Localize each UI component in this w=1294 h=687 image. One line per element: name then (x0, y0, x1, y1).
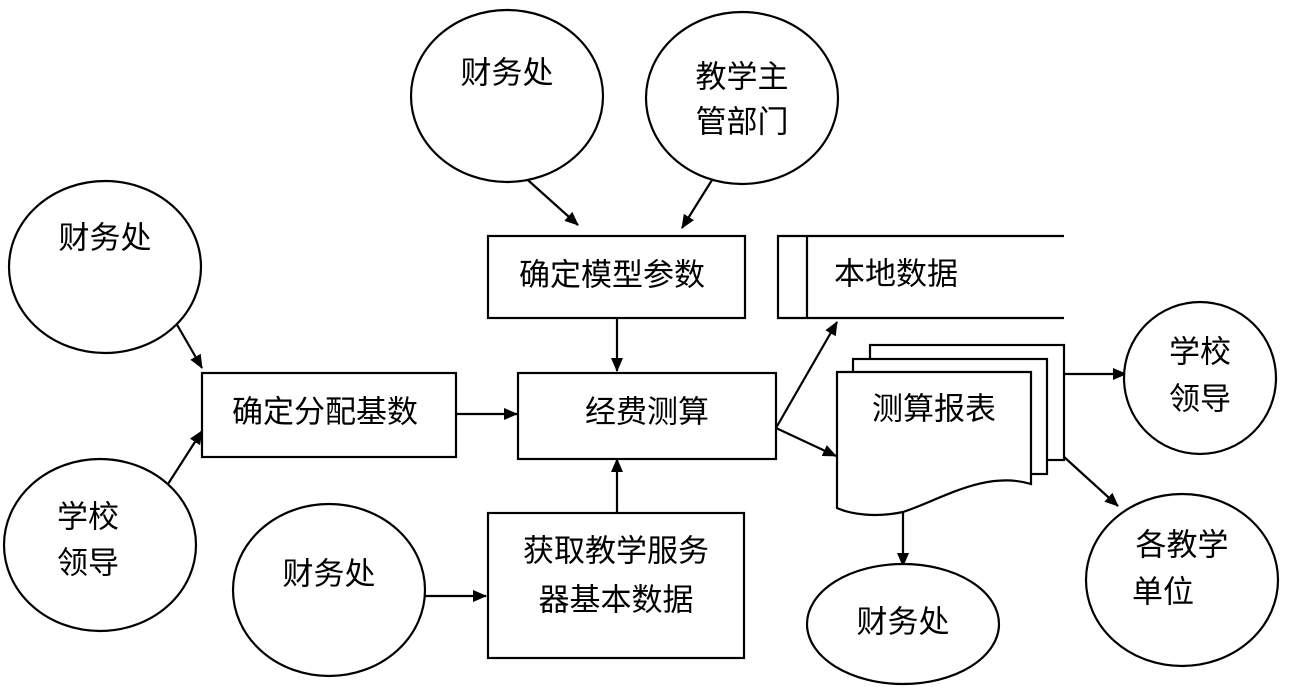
entity-label: 单位 (1132, 575, 1194, 611)
process-label: 经费测算 (585, 395, 709, 431)
entity-label: 财务处 (283, 557, 376, 593)
entity-teaching-units: 各教学 单位 (1084, 492, 1280, 668)
entity-finance-bottom-left: 财务处 (231, 502, 427, 678)
entity-label: 领导 (1169, 382, 1231, 418)
entity-teaching-dept: 教学主 管部门 (644, 10, 840, 186)
entity-label: 领导 (57, 546, 119, 582)
entity-label: 学校 (1169, 335, 1231, 371)
edge-teaching-dept-to-model-params (681, 179, 713, 229)
entity-label: 财务处 (461, 56, 554, 92)
process-server-data: 获取教学服务 器基本数据 (486, 511, 746, 660)
edge-fund-calc-to-local-data (775, 321, 838, 429)
process-label: 确定模型参数 (519, 258, 705, 294)
process-label: 器基本数据 (539, 583, 694, 619)
entity-finance-bottom-right: 财务处 (805, 562, 1001, 686)
process-model-params: 确定模型参数 (486, 234, 747, 320)
entity-label: 各教学 (1136, 528, 1229, 564)
process-allocation-base: 确定分配基数 (200, 371, 458, 459)
entity-label: 财务处 (59, 221, 152, 257)
entity-finance-top: 财务处 (409, 8, 605, 184)
edge-fund-calc-to-calc-report (775, 427, 837, 457)
process-label: 确定分配基数 (232, 395, 418, 431)
datastore-label: 本地数据 (834, 257, 958, 293)
entity-school-leader-right: 学校 领导 (1122, 300, 1278, 456)
datastore-local-data: 本地数据 (776, 234, 1064, 320)
entity-finance-left: 财务处 (7, 179, 203, 355)
entity-label: 财务处 (857, 605, 950, 641)
entity-school-leader-left: 学校 领导 (2, 457, 198, 633)
document-calc-report: 测算报表 (835, 343, 1066, 517)
process-label: 获取教学服务 (523, 534, 709, 570)
edge-finance-top-to-model-params (519, 172, 579, 226)
entity-label: 教学主 (696, 60, 789, 96)
entity-label: 管部门 (696, 105, 789, 141)
document-label: 测算报表 (872, 392, 996, 428)
edge-school-leader-left-to-allocation-base (167, 430, 203, 485)
process-fund-calc: 经费测算 (516, 371, 778, 461)
entity-label: 学校 (57, 500, 119, 536)
